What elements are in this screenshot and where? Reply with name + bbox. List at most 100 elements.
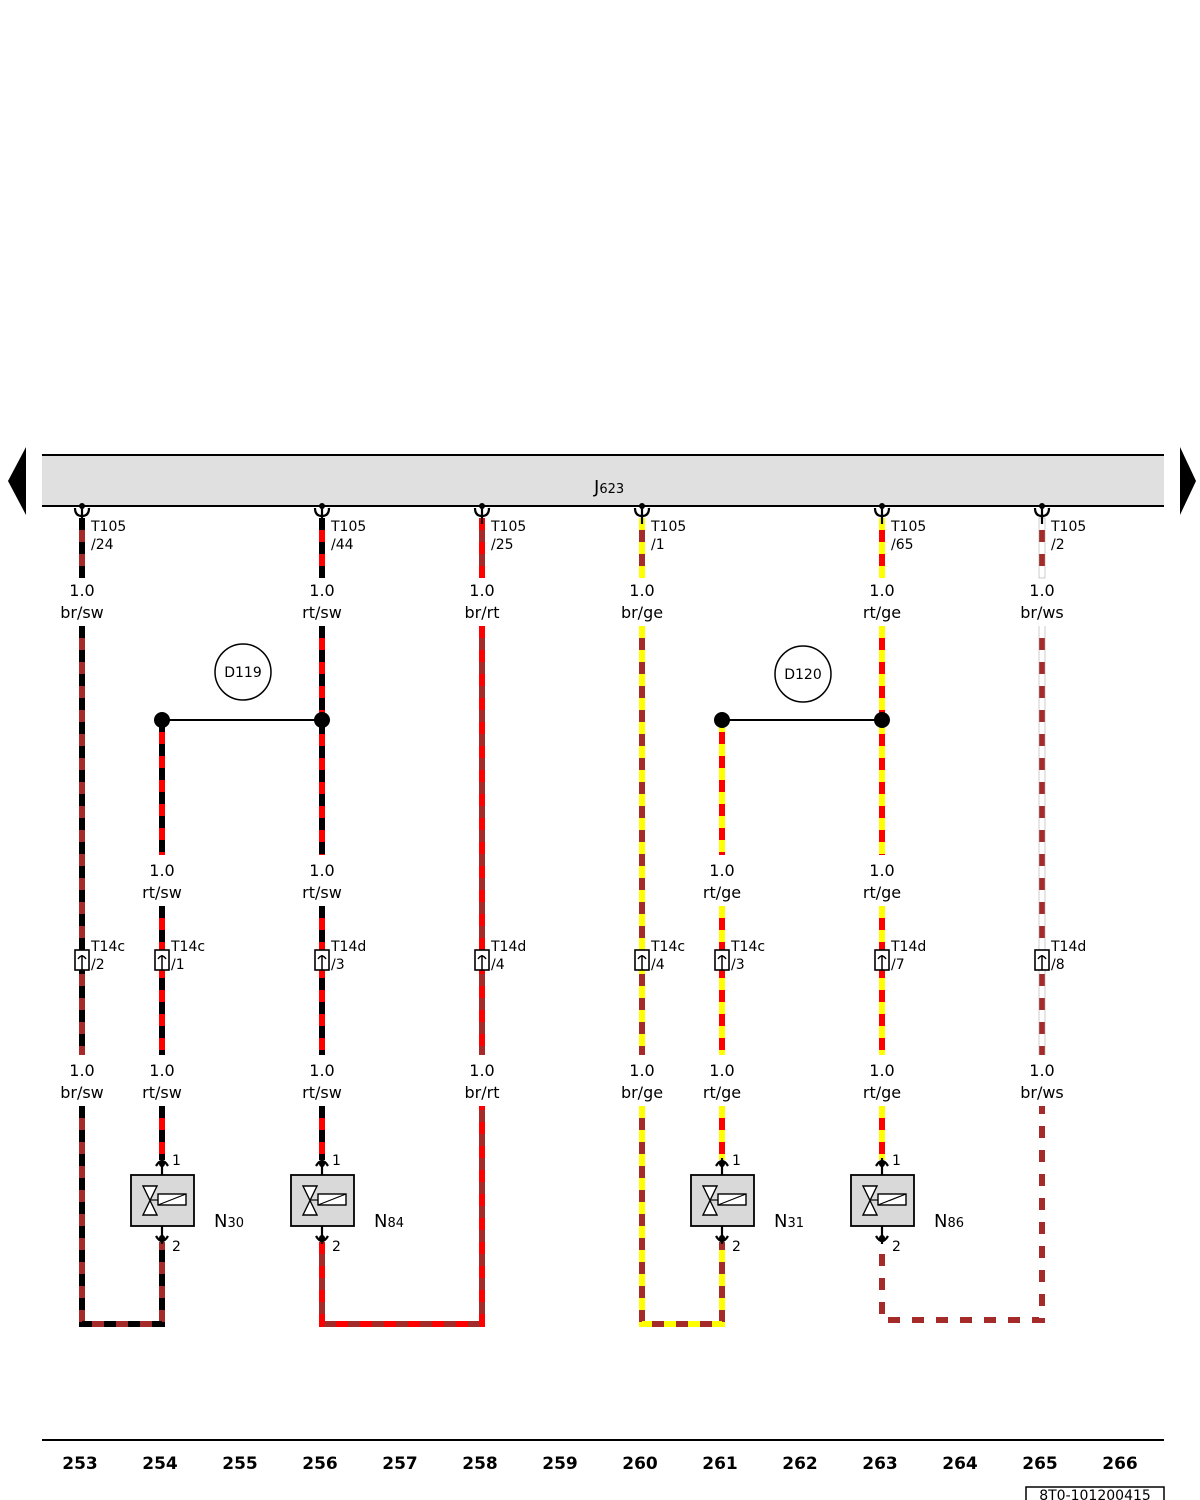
coil-diagonal: [157, 1193, 187, 1206]
inline-connector-icon: [714, 949, 730, 971]
wire-color-label: br/sw: [60, 1083, 104, 1102]
component-pin-top: 1: [892, 1153, 901, 1169]
ecu-pin-num: /65: [891, 537, 914, 553]
component-pin-bottom: 2: [172, 1239, 181, 1255]
fork-dot: [879, 503, 885, 509]
wire-color-label: br/ws: [1020, 603, 1064, 622]
column-number: 256: [302, 1454, 338, 1474]
splice-node: [154, 712, 170, 728]
ecu-label: J623: [593, 477, 624, 498]
wire-size-label: 1.0: [869, 581, 894, 600]
wire-color-label: rt/sw: [142, 1083, 182, 1102]
wire-size-label: 1.0: [69, 1061, 94, 1080]
wire-size-label: 1.0: [629, 1061, 654, 1080]
wire-color-label: rt/ge: [703, 1083, 741, 1102]
column-number: 262: [782, 1454, 818, 1474]
ecu-pin-conn: T105: [890, 519, 926, 535]
component-pin-top: 1: [332, 1153, 341, 1169]
valve-n84: [290, 1158, 355, 1244]
wire-size-label: 1.0: [309, 1061, 334, 1080]
document-id-box: 8T0-101200415: [1025, 1486, 1165, 1500]
ecu-pin-conn: T105: [90, 519, 126, 535]
fork-dot: [319, 503, 325, 509]
splice-node: [314, 712, 330, 728]
inline-connector-icon: [74, 949, 90, 971]
wire-size-label: 1.0: [149, 861, 174, 880]
pin-fork-icon: [73, 503, 91, 524]
valve-n30: [130, 1158, 195, 1244]
column-number: 253: [62, 1454, 98, 1474]
inline-conn-pin: /4: [491, 957, 505, 973]
column-number: 261: [702, 1454, 738, 1474]
wire-color-label: rt/ge: [863, 603, 901, 622]
inline-conn-name: T14d: [890, 939, 926, 955]
component-pin-bottom: 2: [892, 1239, 901, 1255]
wire-size-label: 1.0: [69, 581, 94, 600]
inline-conn-name: T14c: [730, 939, 765, 955]
wire-n86-loop-stripe: [879, 1106, 1045, 1323]
wire-color-label: br/rt: [465, 603, 500, 622]
inline-conn-pin: /1: [171, 957, 185, 973]
wire-color-label: br/ws: [1020, 1083, 1064, 1102]
wire-color-label: rt/ge: [703, 883, 741, 902]
wire-size-label: 1.0: [149, 1061, 174, 1080]
inline-conn-name: T14d: [330, 939, 366, 955]
ecu-pin-num: /44: [331, 537, 354, 553]
wire-size-label: 1.0: [709, 1061, 734, 1080]
wire-color-label: rt/sw: [142, 883, 182, 902]
pin-fork-icon: [633, 503, 651, 524]
inline-conn-name: T14d: [490, 939, 526, 955]
arrow-left-icon[interactable]: [8, 447, 26, 515]
component-pin-top: 1: [732, 1153, 741, 1169]
component-label: N86: [934, 1211, 964, 1232]
inline-conn-name: T14d: [1050, 939, 1086, 955]
pin-bottom-dot: [879, 1235, 885, 1241]
inline-connector-icon: [314, 949, 330, 971]
inline-conn-name: T14c: [170, 939, 205, 955]
splice-node: [714, 712, 730, 728]
pin-fork-icon: [873, 503, 891, 524]
pin-fork-icon: [1033, 503, 1051, 524]
pin-bottom-dot: [319, 1235, 325, 1241]
inline-conn-pin: /2: [91, 957, 105, 973]
coil-diagonal: [717, 1193, 747, 1206]
arrow-right-icon[interactable]: [1180, 447, 1196, 515]
column-number: 266: [1102, 1454, 1138, 1474]
fork-dot: [479, 503, 485, 509]
ecu-pin-conn: T105: [330, 519, 366, 535]
splice-label: D119: [224, 665, 262, 681]
ecu-pin-num: /1: [651, 537, 665, 553]
wire-size-label: 1.0: [869, 861, 894, 880]
splice-circle: [774, 645, 832, 703]
fork-dot: [639, 503, 645, 509]
splice-label: D120: [784, 667, 822, 683]
component-label: N30: [214, 1211, 244, 1232]
pin-fork-icon: [473, 503, 491, 524]
pin-bottom-dot: [719, 1235, 725, 1241]
component-pin-bottom: 2: [732, 1239, 741, 1255]
wires: [79, 517, 1046, 1327]
column-number: 255: [222, 1454, 258, 1474]
pin-top-dot: [159, 1161, 165, 1167]
ecu-pin-conn: T105: [1050, 519, 1086, 535]
wire-color-label: br/ge: [621, 1083, 663, 1102]
wire-color-label: rt/sw: [302, 603, 342, 622]
inline-conn-pin: /7: [891, 957, 905, 973]
wire-size-label: 1.0: [709, 861, 734, 880]
inline-conn-pin: /3: [331, 957, 345, 973]
ecu-pin-num: /2: [1051, 537, 1065, 553]
column-number: 260: [622, 1454, 658, 1474]
valve-n31: [690, 1158, 755, 1244]
pin-bottom-dot: [159, 1235, 165, 1241]
column-number: 265: [1022, 1454, 1058, 1474]
wire-color-label: rt/ge: [863, 883, 901, 902]
wire-color-label: rt/sw: [302, 883, 342, 902]
coil-diagonal: [317, 1193, 347, 1206]
pin-top-dot: [879, 1161, 885, 1167]
pin-top-dot: [319, 1161, 325, 1167]
wire-n31-loop-stripe: [639, 1106, 725, 1327]
inline-connector-icon: [474, 949, 490, 971]
inline-connector-icon: [874, 949, 890, 971]
